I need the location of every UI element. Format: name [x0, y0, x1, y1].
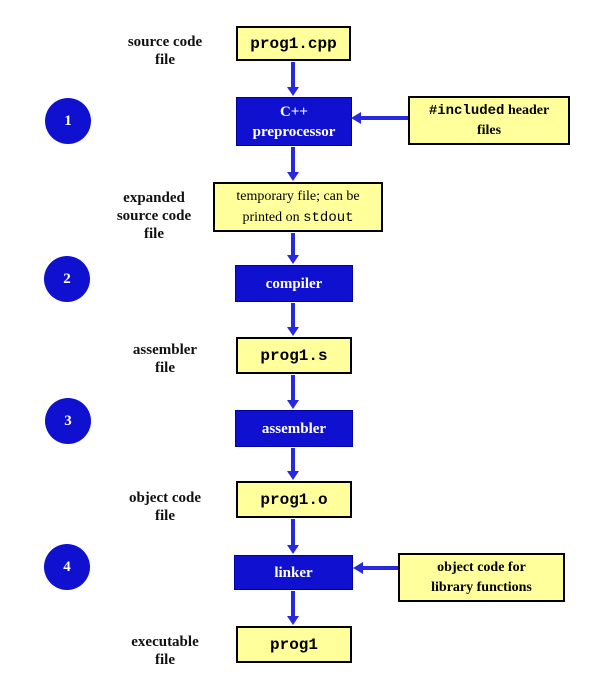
step-circle-2: 2 — [44, 256, 90, 302]
file-box-temporary: temporary file; can be printed on stdout — [213, 182, 383, 232]
process-box-compiler: compiler — [235, 265, 353, 302]
file-box-prog1: prog1 — [236, 626, 352, 663]
file-box-prog1-cpp: prog1.cpp — [236, 26, 351, 61]
label-object-code-file: object code file — [128, 490, 202, 524]
file-box-prog1-o: prog1.o — [236, 481, 352, 518]
arrow-down-source-to-preprocessor-icon — [287, 62, 299, 96]
arrow-left-libraries-to-linker-icon — [353, 562, 398, 575]
label-expanded-source-code-file: expanded source code file — [116, 190, 192, 242]
arrow-down-assembler-to-objfile-icon — [287, 448, 299, 480]
arrow-down-compiler-to-asmfile-icon — [287, 303, 299, 336]
arrow-down-linker-to-executable-icon — [287, 591, 299, 625]
arrow-left-headers-to-preprocessor-icon — [351, 112, 408, 125]
process-box-preprocessor: C++ preprocessor — [236, 97, 352, 146]
side-box-library-object-code: object code for library functions — [398, 553, 565, 602]
process-box-linker: linker — [234, 555, 353, 590]
step-circle-3: 3 — [45, 398, 91, 444]
label-source-code-file: source code file — [127, 34, 203, 68]
arrow-down-asmfile-to-assembler-icon — [287, 375, 299, 409]
arrow-down-objfile-to-linker-icon — [287, 519, 299, 554]
label-executable-file: executable file — [131, 634, 199, 668]
arrow-down-preprocessor-to-temp-icon — [287, 147, 299, 181]
process-box-assembler: assembler — [235, 410, 353, 447]
step-circle-4: 4 — [44, 544, 90, 590]
file-box-prog1-s: prog1.s — [236, 337, 352, 374]
step-circle-1: 1 — [45, 98, 91, 144]
label-assembler-file: assembler file — [132, 342, 198, 376]
arrow-down-temp-to-compiler-icon — [287, 233, 299, 264]
side-box-included-headers: #included header files — [408, 96, 570, 145]
